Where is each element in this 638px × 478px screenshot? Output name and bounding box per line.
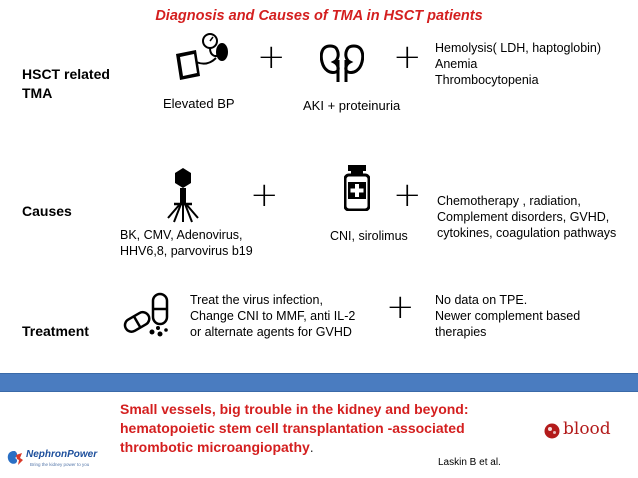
- row-label-treatment: Treatment: [22, 323, 89, 339]
- treatment-complement-text: No data on TPE. Newer complement based t…: [435, 292, 580, 340]
- divider-band: [0, 373, 638, 392]
- treatment-complement-line: Newer complement based: [435, 309, 581, 323]
- other-causes-line3: cytokines, coagulation pathways: [437, 226, 617, 240]
- treatment-line3: or alternate agents for GVHD: [190, 325, 352, 339]
- nephronpower-logo-text: NephronPower: [26, 449, 98, 460]
- reference-trailing-period: .: [309, 439, 314, 455]
- reference-line1: Small vessels, big trouble in the kidney…: [120, 401, 469, 417]
- reference-line3: thrombotic microangiopathy.: [120, 438, 469, 457]
- nephronpower-logo: NephronPower Bring the kidney power to y…: [6, 448, 106, 470]
- reference-line3-text: thrombotic microangiopathy: [120, 439, 310, 455]
- blood-pressure-cuff-icon: [170, 32, 234, 84]
- slide-title: Diagnosis and Causes of TMA in HSCT pati…: [155, 8, 483, 24]
- medicine-bottle-icon: [344, 165, 370, 211]
- treatment-virus-text: Treat the virus infection, Change CNI to…: [190, 292, 355, 340]
- reference-line2: hematopoietic stem cell transplantation …: [120, 420, 465, 436]
- caption-elevated-bp: Elevated BP: [163, 96, 235, 111]
- blood-journal-logo: blood: [544, 418, 624, 444]
- plus-sign: +: [393, 175, 422, 215]
- row-label-hsct: HSCT related TMA: [22, 65, 110, 103]
- hemolysis-text: Hemolysis( LDH, haptoglobin) Anemia Thro…: [435, 40, 601, 88]
- kidneys-icon: [320, 44, 364, 84]
- caption-aki-proteinuria: AKI + proteinuria: [303, 98, 401, 113]
- other-causes-text: Chemotherapy , radiation, Complement dis…: [437, 193, 616, 241]
- anemia-line: Anemia: [435, 57, 478, 71]
- treatment-tpe-line: No data on TPE.: [435, 293, 528, 307]
- citation: Laskin B et al.: [438, 457, 501, 468]
- blood-drop-icon: [544, 423, 560, 439]
- plus-sign: +: [386, 287, 415, 327]
- nephronpower-logo-icon: [7, 451, 23, 465]
- row-label-causes: Causes: [22, 203, 72, 219]
- blood-logo-text: blood: [563, 419, 611, 439]
- plus-sign: +: [257, 37, 286, 77]
- bacteriophage-icon: [160, 166, 206, 224]
- other-causes-line2: Complement disorders, GVHD,: [437, 210, 610, 224]
- plus-sign: +: [393, 37, 422, 77]
- plus-sign: +: [250, 175, 279, 215]
- virus-causes-line1: BK, CMV, Adenovirus,: [120, 228, 243, 242]
- thrombocytopenia-line: Thrombocytopenia: [435, 73, 539, 87]
- nephronpower-tagline: Bring the kidney power to you: [30, 462, 90, 467]
- row-label-hsct-line1: HSCT related: [22, 66, 110, 82]
- virus-causes-line2: HHV6,8, parvovirus b19: [120, 244, 253, 258]
- treatment-line1: Treat the virus infection,: [190, 293, 323, 307]
- treatment-therapies-line: therapies: [435, 325, 487, 339]
- virus-causes-text: BK, CMV, Adenovirus, HHV6,8, parvovirus …: [120, 227, 253, 259]
- other-causes-line1: Chemotherapy , radiation,: [437, 194, 581, 208]
- pills-icon: [120, 292, 176, 338]
- row-label-hsct-line2: TMA: [22, 85, 53, 101]
- caption-cni-sirolimus: CNI, sirolimus: [330, 229, 408, 243]
- hemolysis-line: Hemolysis( LDH, haptoglobin): [435, 41, 602, 55]
- treatment-line2: Change CNI to MMF, anti IL-2: [190, 309, 356, 323]
- reference-title: Small vessels, big trouble in the kidney…: [120, 400, 469, 457]
